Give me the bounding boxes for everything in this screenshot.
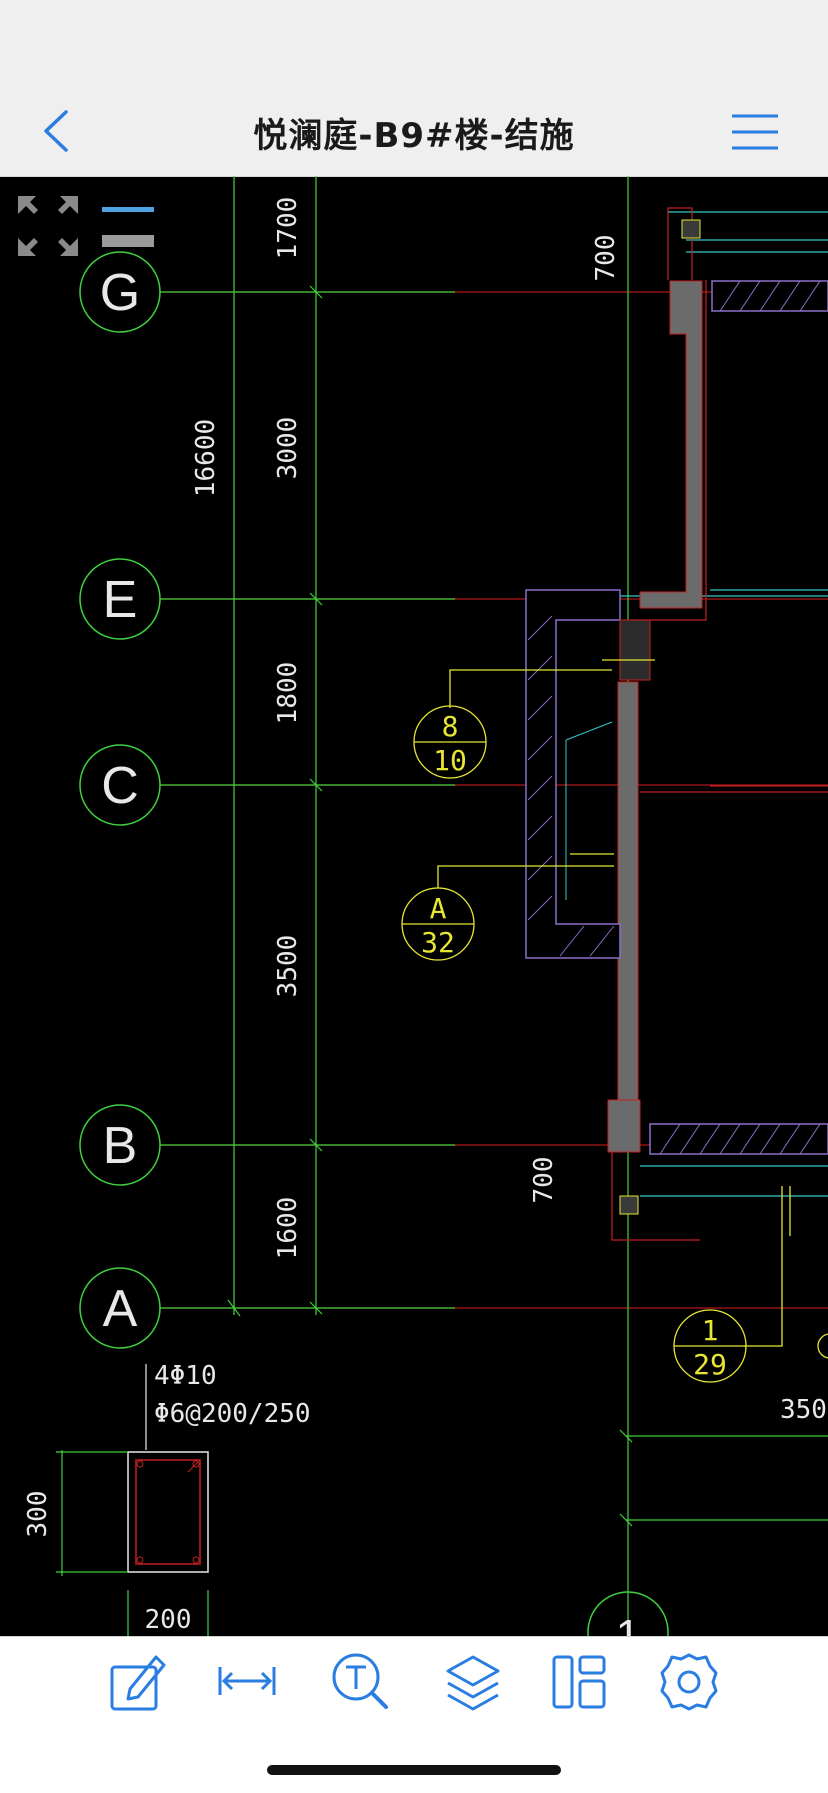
- grid-lines-horizontal: [160, 291, 828, 1309]
- settings-gear-icon: [660, 1653, 718, 1711]
- wall-structure: [525, 207, 828, 1241]
- layout-button[interactable]: [548, 1651, 610, 1713]
- layout-panels-icon: [552, 1655, 606, 1709]
- measure-button[interactable]: [216, 1651, 278, 1713]
- text-search-icon: [332, 1653, 388, 1709]
- detail-1-bottom: 10: [433, 744, 467, 777]
- axis-label-g: G: [100, 264, 140, 322]
- fullscreen-arrows-icon[interactable]: [18, 196, 78, 256]
- page-title: 悦澜庭-B9#楼-结施: [253, 116, 575, 156]
- home-indicator: [267, 1765, 561, 1775]
- dim-3000: 3000: [273, 417, 303, 480]
- bottom-dim-3500: 3500: [780, 1395, 828, 1425]
- detail-2-bottom: 32: [421, 926, 455, 959]
- wall-dim-top: 700: [591, 235, 621, 282]
- axis-label-a: A: [103, 1280, 138, 1338]
- section-height-dim: 300: [23, 1491, 53, 1538]
- axis-label-1: 1: [616, 1611, 640, 1636]
- navigation-bar: 悦澜庭-B9#楼-结施: [0, 0, 828, 177]
- drawing-canvas[interactable]: G E C B A 1700 16600 3000 1800 3500 1600…: [0, 176, 828, 1673]
- settings-button[interactable]: [658, 1651, 720, 1713]
- axis-label-c: C: [101, 757, 139, 815]
- dim-1600: 1600: [273, 1197, 303, 1260]
- detail-3-top: 1: [702, 1314, 719, 1347]
- detail-3-bottom: 29: [693, 1348, 727, 1381]
- grid-axis-bubbles: [79, 251, 161, 1349]
- layers-button[interactable]: [442, 1651, 504, 1713]
- dim-1800: 1800: [273, 662, 303, 725]
- layers-icon: [446, 1655, 500, 1711]
- detail-callouts: [401, 669, 791, 1383]
- hamburger-menu-icon: [732, 114, 778, 150]
- back-button[interactable]: [38, 106, 78, 156]
- dim-3500: 3500: [273, 935, 303, 998]
- annotate-button[interactable]: [108, 1651, 170, 1713]
- beam-section-detail: [56, 1364, 209, 1636]
- dim-1700: 1700: [273, 197, 303, 260]
- dim-16600: 16600: [191, 419, 221, 497]
- text-search-button[interactable]: [330, 1651, 392, 1713]
- cad-drawing: G E C B A 1700 16600 3000 1800 3500 1600…: [18, 176, 828, 1673]
- measure-arrows-icon: [218, 1667, 276, 1695]
- axis-label-b: B: [103, 1117, 138, 1175]
- section-width-dim: 200: [145, 1605, 192, 1635]
- axis-label-e: E: [103, 571, 138, 629]
- rebar-main-label: 4Φ10: [154, 1361, 217, 1391]
- rebar-stirrup-label: Φ6@200/250: [154, 1399, 311, 1429]
- chevron-left-icon: [44, 110, 68, 152]
- menu-button[interactable]: [730, 112, 780, 152]
- detail-2-top: A: [430, 892, 447, 925]
- line-weight-icon[interactable]: [102, 207, 154, 247]
- edit-pencil-icon: [110, 1655, 166, 1711]
- detail-1-top: 8: [442, 710, 459, 743]
- wall-dim-bottom: 700: [529, 1157, 559, 1204]
